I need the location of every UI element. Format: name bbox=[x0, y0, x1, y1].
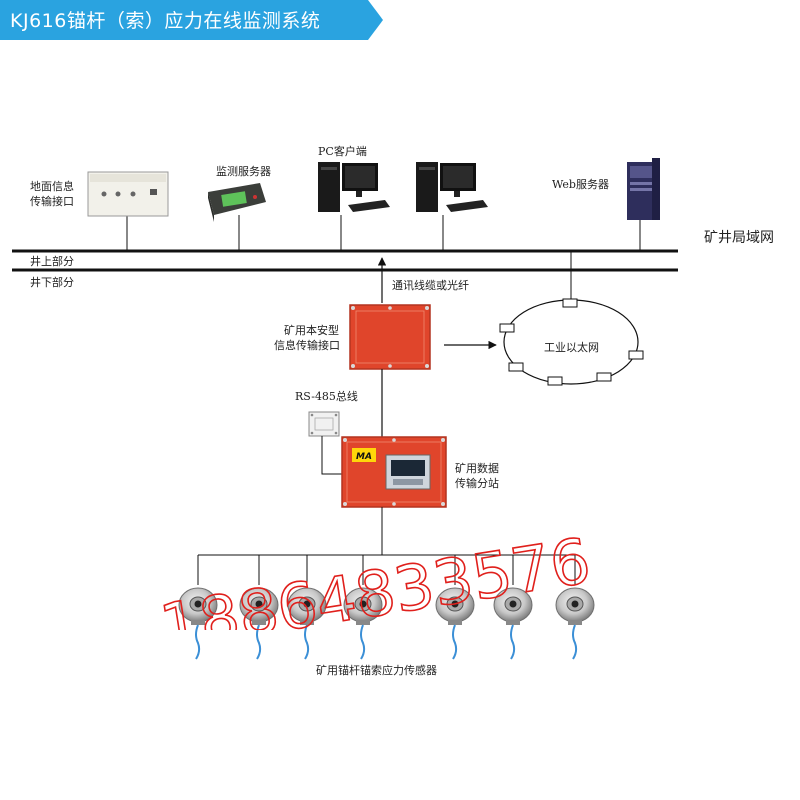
svg-text:18864833576: 18864833576 bbox=[155, 524, 590, 630]
pc-client-computer-1 bbox=[318, 162, 390, 212]
monitor-server-label: 监测服务器 bbox=[216, 165, 271, 178]
industrial-ethernet-ring bbox=[499, 298, 644, 386]
stress-sensor bbox=[287, 555, 327, 660]
ground-interface-label: 地面信息 传输接口 bbox=[30, 180, 74, 208]
stress-sensor bbox=[435, 555, 475, 660]
data-substation-box bbox=[341, 436, 447, 508]
web-server-label: Web服务器 bbox=[552, 178, 609, 191]
sensors-label: 矿用锚杆锚索应力传感器 bbox=[316, 664, 437, 677]
mine-interface-box bbox=[349, 304, 431, 370]
comm-cable-label: 通讯线缆或光纤 bbox=[392, 279, 469, 292]
stress-sensor bbox=[555, 555, 595, 660]
pc-client-label: PC客户端 bbox=[318, 145, 367, 158]
mine-lan-label: 矿井局域网 bbox=[704, 230, 774, 246]
watermark-phone-number: 18864833576 bbox=[154, 523, 590, 630]
pc-client-computer-2 bbox=[416, 162, 488, 212]
industrial-ethernet-label: 工业以太网 bbox=[544, 341, 599, 354]
mine-interface-label: 矿用本安型 信息传输接口 bbox=[274, 324, 340, 352]
sensor-group bbox=[178, 555, 595, 660]
below-ground-label: 井下部分 bbox=[30, 276, 74, 289]
web-server-tower bbox=[627, 158, 660, 220]
stress-sensor bbox=[343, 555, 383, 660]
substation-label: 矿用数据 传输分站 bbox=[455, 462, 499, 490]
monitor-server-device bbox=[208, 183, 266, 222]
ma-safety-tag: MA bbox=[356, 452, 372, 462]
title-banner bbox=[0, 0, 383, 40]
rs485-junction-box bbox=[308, 411, 340, 437]
stress-sensor bbox=[178, 555, 218, 660]
stress-sensor bbox=[493, 555, 533, 660]
ground-interface-device bbox=[87, 171, 169, 217]
stress-sensor bbox=[239, 555, 279, 660]
above-ground-label: 井上部分 bbox=[30, 255, 74, 268]
page-title: KJ616锚杆（索）应力在线监测系统 bbox=[10, 10, 321, 32]
rs485-label: RS-485总线 bbox=[295, 390, 358, 403]
